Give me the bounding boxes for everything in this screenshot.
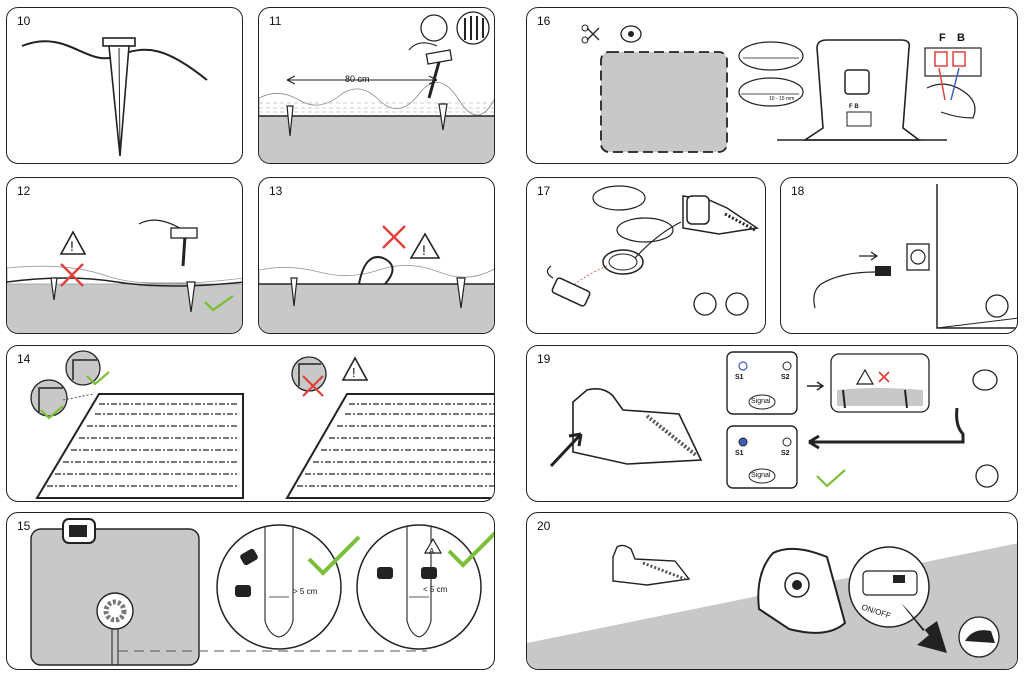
check-icon	[816, 469, 846, 488]
signal-label: Signal	[751, 472, 771, 479]
warning-icon: !	[341, 356, 369, 381]
cross-icon	[60, 263, 84, 287]
wire-loop-illustration	[259, 256, 494, 333]
marker-label: A	[429, 547, 435, 556]
cross-icon	[878, 371, 890, 383]
step-10-panel: 10	[6, 7, 243, 164]
step-number: 13	[269, 184, 283, 198]
charging-station-cable-illustration	[546, 185, 760, 316]
check-icon	[40, 371, 110, 420]
peg-illustration	[21, 37, 208, 157]
corner-layout-illustration	[30, 350, 494, 499]
peg-placement-illustration	[7, 219, 242, 333]
step-15-panel: 15 > 5 cm < 5 cm A	[6, 512, 495, 670]
wire-spacing-illustration	[30, 518, 482, 666]
s2-label: S2	[781, 450, 790, 457]
s1-label: S1	[735, 450, 744, 457]
base-fb-label: F B	[849, 104, 859, 110]
step-19-panel: 19 S1 S2 Signal S1 S2 Signal	[526, 345, 1018, 502]
check-icon	[204, 295, 234, 312]
s1-label: S1	[735, 374, 744, 381]
step-number: 17	[537, 184, 551, 198]
svg-text:!: !	[70, 238, 74, 254]
hammer-peg-illustration	[259, 11, 494, 163]
warning-icon: !	[409, 232, 441, 259]
terminal-f-label: F	[939, 32, 946, 44]
warning-icon	[855, 368, 875, 385]
step-number: 11	[269, 14, 282, 28]
step-13-panel: 13 !	[258, 177, 495, 334]
step-number: 12	[17, 184, 31, 198]
svg-text:!: !	[422, 242, 426, 258]
strip-length-label: 10 - 15 mm	[769, 96, 795, 102]
step-18-panel: 18	[780, 177, 1018, 334]
check-icon	[307, 531, 494, 576]
step-17-panel: 17	[526, 177, 766, 334]
step-number: 20	[537, 519, 551, 533]
step-number: 15	[17, 519, 31, 533]
spacing-bad-label: < 5 cm	[423, 585, 448, 594]
step-number: 19	[537, 352, 551, 366]
step-14-panel: 14 !	[6, 345, 495, 502]
s2-label: S2	[781, 374, 790, 381]
step-20-panel: 20 ON/OFF	[526, 512, 1018, 670]
distance-label: 80 cm	[345, 74, 370, 84]
step-number: 18	[791, 184, 805, 198]
power-on-illustration	[527, 543, 1017, 669]
svg-text:!: !	[352, 365, 356, 380]
wall-socket-illustration	[813, 184, 1017, 329]
signal-label: Signal	[751, 398, 771, 405]
cross-icon	[302, 375, 324, 397]
cross-icon	[382, 225, 406, 249]
step-16-panel: 16 F B F B 10 - 15 mm	[526, 7, 1018, 164]
step-11-panel: 11 80 cm	[258, 7, 495, 164]
terminal-connection-illustration	[581, 24, 982, 153]
step-number: 16	[537, 14, 551, 28]
warning-icon: !	[59, 230, 87, 255]
terminal-b-label: B	[957, 32, 965, 44]
step-number: 14	[17, 352, 31, 366]
step-number: 10	[17, 14, 31, 28]
signal-check-illustration	[549, 351, 999, 489]
step-12-panel: 12 !	[6, 177, 243, 334]
warning-icon	[423, 537, 443, 554]
spacing-ok-label: > 5 cm	[293, 587, 318, 596]
